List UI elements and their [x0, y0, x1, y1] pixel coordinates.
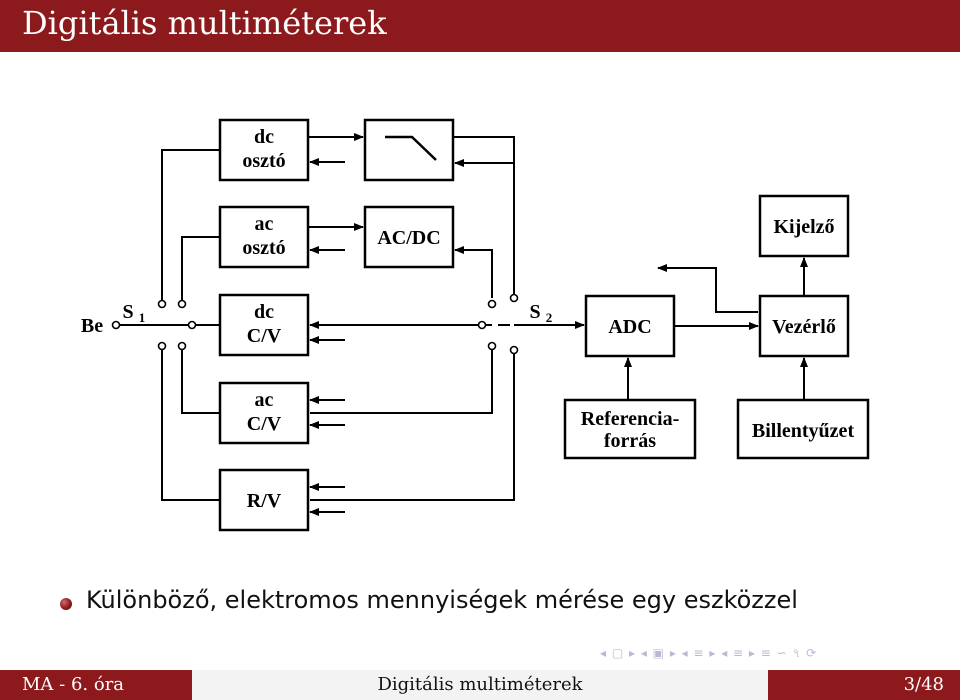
referencia-block — [563, 398, 697, 460]
slide-title: Digitális multiméterek — [22, 4, 387, 42]
bullet-text: Különböző, elektromos mennyiségek mérése… — [86, 586, 798, 614]
kijelzo-label: Kijelző — [773, 216, 834, 238]
page-number: 3/48 — [768, 670, 960, 700]
referencia-line1: Referencia- — [581, 408, 679, 430]
title-bar: Digitális multiméterek — [0, 0, 960, 52]
acdc-label: AC/DC — [377, 227, 440, 249]
s2-label: S — [529, 301, 540, 323]
billentyuzet-label: Billentyűzet — [752, 420, 855, 442]
filter-block — [363, 118, 455, 182]
lowpass-filter-icon — [385, 135, 437, 161]
ac-oszto-line2: osztó — [242, 237, 285, 259]
kijelzo-block — [758, 194, 850, 258]
beamer-navigation[interactable]: ◂ ▢ ▸ ◂ ▣ ▸ ◂ ≡ ▸ ◂ ≡ ▸ ≡ ∽ ৭ ⟳ — [600, 646, 818, 660]
adc-label: ADC — [608, 316, 651, 338]
acdc-block — [363, 205, 455, 269]
ac-oszto-line1: ac — [255, 213, 274, 235]
footer: MA - 6. óra Digitális multiméterek 3/48 — [0, 670, 960, 700]
bullet-icon — [60, 598, 72, 610]
be-label: Be — [81, 315, 103, 337]
referencia-line2: forrás — [604, 430, 656, 452]
s1-label: S — [122, 301, 133, 323]
ac-cv-line2: C/V — [247, 413, 282, 435]
ac-cv-line1: ac — [255, 389, 274, 411]
footer-left: MA - 6. óra — [0, 670, 192, 700]
dc-oszto-line2: osztó — [242, 150, 285, 172]
dc-oszto-line1: dc — [254, 126, 274, 148]
footer-center: Digitális multiméterek — [192, 670, 768, 700]
dc-cv-line1: dc — [254, 301, 274, 323]
dc-cv-line2: C/V — [247, 325, 282, 347]
s1-sub: 1 — [139, 310, 146, 325]
s2-sub: 2 — [546, 310, 553, 325]
vezerlo-label: Vezérlő — [772, 316, 836, 338]
be-terminal — [111, 320, 121, 330]
rv-label: R/V — [247, 490, 282, 512]
